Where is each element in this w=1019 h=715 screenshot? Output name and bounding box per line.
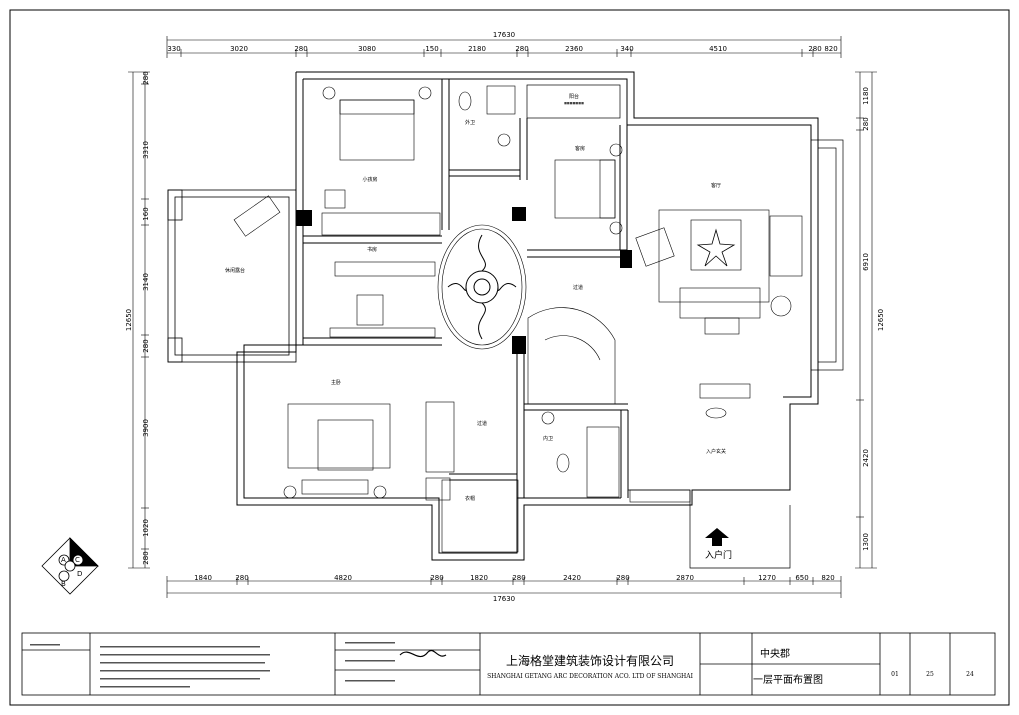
top-dimension-2: 3020 <box>230 45 248 53</box>
designer-signature <box>399 650 447 658</box>
bottom-dimension-12: 820 <box>821 574 834 582</box>
top-dimension-6: 2180 <box>468 45 486 53</box>
compass-symbol <box>41 537 99 595</box>
bottom-dimension-11: 650 <box>795 574 808 582</box>
right-dimension-5: 1300 <box>862 533 870 551</box>
left-dimension-1: 280 <box>142 71 150 84</box>
room-label-guest-room: 客房 <box>575 145 585 152</box>
left-dimension-3: 160 <box>142 207 150 220</box>
room-label-master-bedroom: 主卧 <box>331 379 341 386</box>
bottom-dimension-1: 1840 <box>194 574 212 582</box>
bottom-dimension-10: 1270 <box>758 574 776 582</box>
entrance-arrow-icon <box>705 528 729 546</box>
bottom-dimension-5: 1820 <box>470 574 488 582</box>
top-dimension-1: 330 <box>167 45 180 53</box>
left-dimensions <box>128 71 150 569</box>
bottom-dimensions <box>166 576 842 598</box>
top-total-dimension: 17630 <box>493 31 515 39</box>
right-dimension-1: 1180 <box>862 87 870 105</box>
living-room-bay <box>810 139 844 371</box>
sheet-number-2: 25 <box>926 671 934 678</box>
furniture <box>233 85 803 553</box>
right-total-dimension: 12650 <box>877 309 885 331</box>
top-dimension-8: 2360 <box>565 45 583 53</box>
left-dimension-4: 3140 <box>142 273 150 291</box>
room-label-cloakroom: 衣帽 <box>465 495 475 502</box>
compass-letter-d: D <box>77 570 82 578</box>
right-dimension-2: 280 <box>862 117 870 130</box>
left-dimension-2: 3310 <box>142 141 150 159</box>
room-label-balcony: 阳台 <box>569 93 579 100</box>
bottom-total-dimension: 17630 <box>493 595 515 603</box>
top-dimension-9: 340 <box>620 45 633 53</box>
compass-letter-a: A <box>61 556 66 564</box>
top-dimension-11: 280 <box>808 45 821 53</box>
bottom-dimension-6: 280 <box>512 574 525 582</box>
room-label-terrace: 休闲露台 <box>225 267 245 274</box>
top-dimension-7: 280 <box>515 45 528 53</box>
room-label-entry-foyer: 入户玄关 <box>706 448 726 455</box>
balcony-outline <box>526 84 621 119</box>
title-block-fine-print <box>30 642 395 688</box>
structural-columns <box>296 207 632 354</box>
drawing-title: 一层平面布置图 <box>753 674 823 686</box>
room-label-living-room: 客厅 <box>711 182 721 189</box>
entrance-label: 入户门 <box>705 549 732 561</box>
left-dimension-6: 3900 <box>142 419 150 437</box>
room-label-kids-room: 小孩房 <box>362 176 377 183</box>
left-dimension-8: 280 <box>142 551 150 564</box>
room-labels: 阳台 ■■■■■■■ 外卫 客房 小孩房 客厅 书房 休闲露台 过道 主卧 过道… <box>225 93 726 502</box>
sheet-number-1: 01 <box>891 671 899 678</box>
right-dimensions <box>855 71 877 569</box>
top-dimension-5: 150 <box>425 45 438 53</box>
room-label-study: 书房 <box>367 246 377 253</box>
compass-letter-b: B <box>61 580 66 588</box>
sheet-number-3: 24 <box>966 671 974 678</box>
leisure-terrace <box>167 189 297 363</box>
left-dimension-7: 1020 <box>142 519 150 537</box>
sheet-frame <box>9 9 1010 706</box>
compass-letter-c: C <box>75 556 80 564</box>
room-label-corridor-2: 过道 <box>477 420 487 427</box>
right-dimension-3: 6910 <box>862 253 870 271</box>
top-dimension-3: 280 <box>294 45 307 53</box>
room-label-guest-bath: 外卫 <box>465 119 475 126</box>
bottom-dimension-8: 280 <box>616 574 629 582</box>
bottom-dimension-2: 280 <box>235 574 248 582</box>
top-dimensions <box>166 36 842 58</box>
exterior-walls <box>236 71 819 561</box>
room-label-corridor-1: 过道 <box>573 284 583 291</box>
room-sub-balcony: ■■■■■■■ <box>564 101 584 105</box>
top-dimension-12: 820 <box>824 45 837 53</box>
project-name: 中央郡 <box>760 647 790 660</box>
top-dimension-10: 4510 <box>709 45 727 53</box>
company-name-en: SHANGHAI GETANG ARC DECORATION ACO. LTD … <box>487 673 694 680</box>
bottom-dimension-4: 280 <box>430 574 443 582</box>
bottom-dimension-7: 2420 <box>563 574 581 582</box>
entrance-marker: 入户门 <box>705 528 732 561</box>
bottom-dimension-9: 2870 <box>676 574 694 582</box>
left-dimension-5: 280 <box>142 339 150 352</box>
title-block <box>21 632 996 696</box>
medallion-ornament <box>447 234 517 340</box>
company-name-cn: 上海格堂建筑装饰设计有限公司 <box>506 653 674 668</box>
right-dimension-4: 2420 <box>862 449 870 467</box>
left-total-dimension: 12650 <box>125 309 133 331</box>
room-label-inner-bath: 内卫 <box>543 435 553 442</box>
top-dimension-4: 3080 <box>358 45 376 53</box>
rug-star-pattern <box>696 228 736 267</box>
bottom-dimension-3: 4820 <box>334 574 352 582</box>
